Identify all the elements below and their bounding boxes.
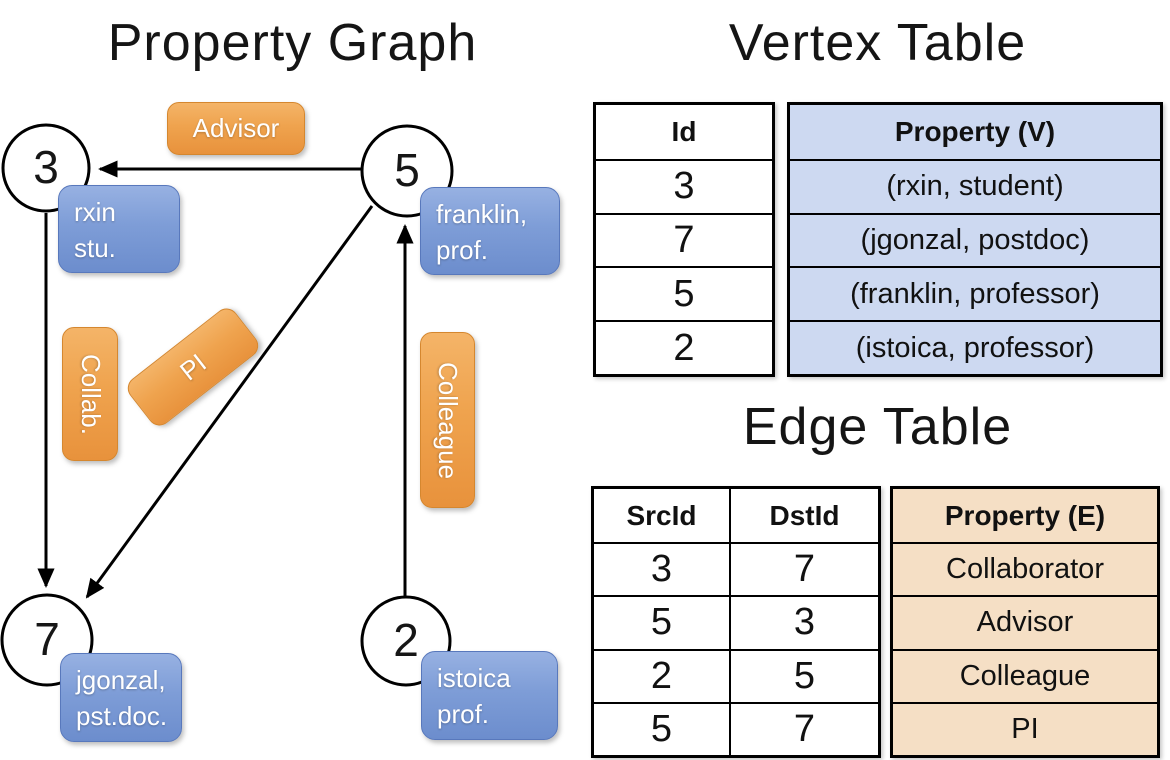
vertex-prop-franklin-line2: prof. — [436, 235, 489, 265]
edge-table-dst-header: DstId — [729, 489, 878, 543]
vertex-prop-istoica-line1: istoica — [437, 663, 511, 693]
vertex-table-title: Vertex Table — [728, 14, 1027, 72]
edge-table-title: Edge Table — [742, 398, 1013, 456]
edge-table-src-cell: 2 — [650, 654, 673, 697]
edge-table-src-cell: 3 — [650, 548, 673, 591]
vertex-table-id-column: Id 3 7 5 2 — [593, 102, 775, 377]
edge-label-advisor: Advisor — [167, 102, 305, 155]
edge-table-dst-cell: 7 — [729, 544, 878, 596]
vertex-table-id-cell: 5 — [673, 272, 695, 315]
vertex-table-id-cell: 2 — [673, 326, 695, 369]
node-2-label: 2 — [393, 613, 419, 666]
edge-pi-5-to-7 — [85, 205, 374, 599]
vertex-prop-rxin: rxin stu. — [58, 185, 180, 273]
edge-table-dst-cell: 3 — [729, 597, 878, 649]
vertex-table-id-cell: 3 — [673, 165, 695, 208]
edge-label-collab-text: Collab. — [75, 353, 106, 435]
edge-label-collab: Collab. — [62, 327, 118, 461]
edge-table-src-cell: 5 — [650, 601, 673, 644]
vertex-table-id-cell: 7 — [673, 218, 695, 261]
edge-label-pi-text: PI — [173, 347, 212, 386]
vertex-prop-rxin-line1: rxin — [74, 197, 116, 227]
vertex-table-property-column: Property (V) (rxin, student) (jgonzal, p… — [787, 102, 1163, 377]
vertex-prop-istoica: istoica prof. — [421, 651, 558, 740]
edge-table-property-cell: Advisor — [976, 606, 1074, 639]
vertex-table-property-cell: (rxin, student) — [886, 170, 1064, 203]
node-3-label: 3 — [33, 140, 59, 193]
edge-table-property-cell: Collaborator — [946, 553, 1104, 586]
vertex-table-id-header: Id — [671, 115, 697, 147]
edge-table-dst-cell: 7 — [729, 703, 878, 755]
vertex-table-property-cell: (jgonzal, postdoc) — [860, 223, 1090, 256]
edge-table-dst-cell: 5 — [729, 650, 878, 702]
vertex-prop-franklin: franklin, prof. — [420, 187, 560, 275]
graph-title: Property Graph — [107, 14, 478, 72]
edge-table-property-cell: Colleague — [959, 659, 1091, 692]
edge-table-id-columns: SrcId DstId 3 7 5 3 2 5 5 7 — [591, 486, 881, 758]
vertex-prop-jgonzal-line2: pst.doc. — [76, 701, 168, 731]
vertex-prop-jgonzal-line1: jgonzal, — [76, 665, 166, 695]
vertex-table-property-cell: (istoica, professor) — [855, 331, 1095, 364]
edge-table-src-header: SrcId — [626, 499, 697, 531]
edge-label-colleague-text: Colleague — [433, 361, 463, 479]
vertex-table-property-header: Property (V) — [894, 115, 1056, 147]
vertex-prop-rxin-line2: stu. — [74, 233, 116, 263]
vertex-prop-franklin-line1: franklin, — [436, 199, 528, 229]
edge-table-property-column: Property (E) Collaborator Advisor Collea… — [890, 486, 1160, 758]
vertex-prop-istoica-line2: prof. — [437, 699, 490, 729]
vertex-prop-jgonzal: jgonzal, pst.doc. — [60, 653, 182, 742]
edge-label-colleague: Colleague — [420, 332, 475, 508]
edge-table-property-cell: PI — [1011, 712, 1039, 745]
node-7-label: 7 — [34, 612, 60, 665]
node-5-label: 5 — [394, 143, 420, 196]
vertex-table-property-cell: (franklin, professor) — [850, 277, 1100, 310]
edge-label-advisor-text: Advisor — [192, 113, 280, 143]
edge-table-property-header: Property (E) — [944, 499, 1106, 531]
edge-table-src-cell: 5 — [650, 707, 673, 750]
